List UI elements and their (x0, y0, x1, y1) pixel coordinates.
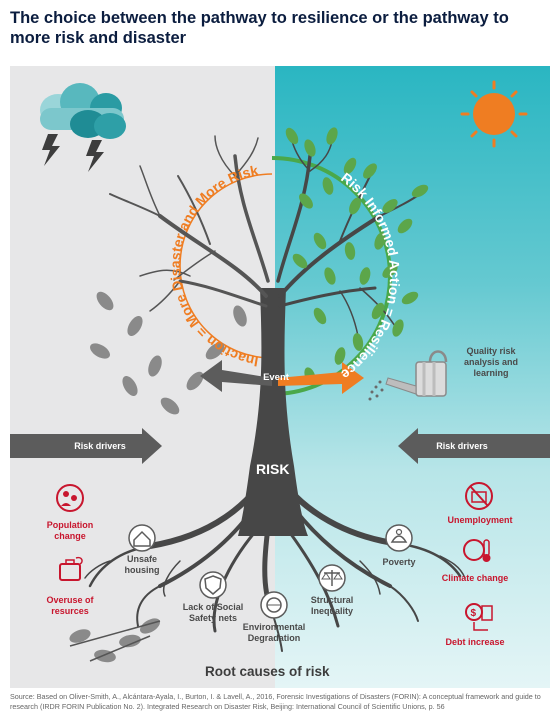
briefcase-icon (59, 556, 83, 581)
sun-icon (460, 80, 528, 148)
arc-left-text: Inaction = More Disaster and More Risk (167, 162, 260, 370)
no-work-icon (465, 482, 493, 510)
quality-risk-label: Quality risk analysis and learning (463, 346, 519, 378)
debt-icon: $ (465, 603, 493, 631)
poverty-icon (385, 524, 413, 552)
risk-drivers-arrow-left (10, 428, 162, 464)
tree-trunk (238, 288, 308, 536)
risk-drivers-left-label: Risk drivers (74, 441, 126, 451)
tree-illustration: $ I (10, 80, 550, 663)
inaction-arc (179, 173, 273, 359)
risk-label: RISK (256, 461, 290, 477)
svg-text:$: $ (471, 608, 477, 619)
structural-inequality-label: Structural Inequality (310, 595, 354, 616)
page-title: The choice between the pathway to resili… (10, 9, 509, 47)
overuse-resources-label: Overuse of resurces (46, 595, 94, 616)
event-arrow-right (278, 362, 364, 394)
climate-change-label: Climate change (441, 573, 509, 583)
falling-leaves (69, 291, 247, 663)
event-arrow-left (200, 360, 272, 392)
twigs (69, 620, 161, 662)
environmental-degradation-label: Environmental Degradation (242, 622, 306, 643)
bare-branches (109, 135, 270, 312)
watering-can-icon (368, 350, 448, 401)
diagram-panel: $ I (10, 66, 550, 688)
storm-cloud-icon (40, 83, 126, 172)
shield-icon (199, 571, 227, 599)
poverty-label: Poverty (382, 557, 416, 567)
root-causes-title: Root causes of risk (205, 664, 330, 679)
population-change-label: Population change (46, 520, 94, 541)
unsafe-housing-label: Unsafe housing (124, 554, 160, 575)
globe-icon (260, 591, 288, 619)
risk-drivers-arrow-right (398, 428, 550, 464)
event-label: Event (263, 372, 289, 383)
source-note: Source: Based on Oliver-Smith, A., Alcán… (10, 692, 541, 711)
house-icon (128, 524, 156, 552)
scales-icon (318, 564, 346, 592)
unemployment-label: Unemployment (447, 515, 513, 525)
population-icon (56, 484, 84, 512)
risk-drivers-right-label: Risk drivers (436, 441, 488, 451)
thermometer-globe-icon (463, 539, 491, 562)
social-safety-label: Lack of Social Safety nets (182, 602, 244, 623)
debt-increase-label: Debt increase (445, 637, 505, 647)
